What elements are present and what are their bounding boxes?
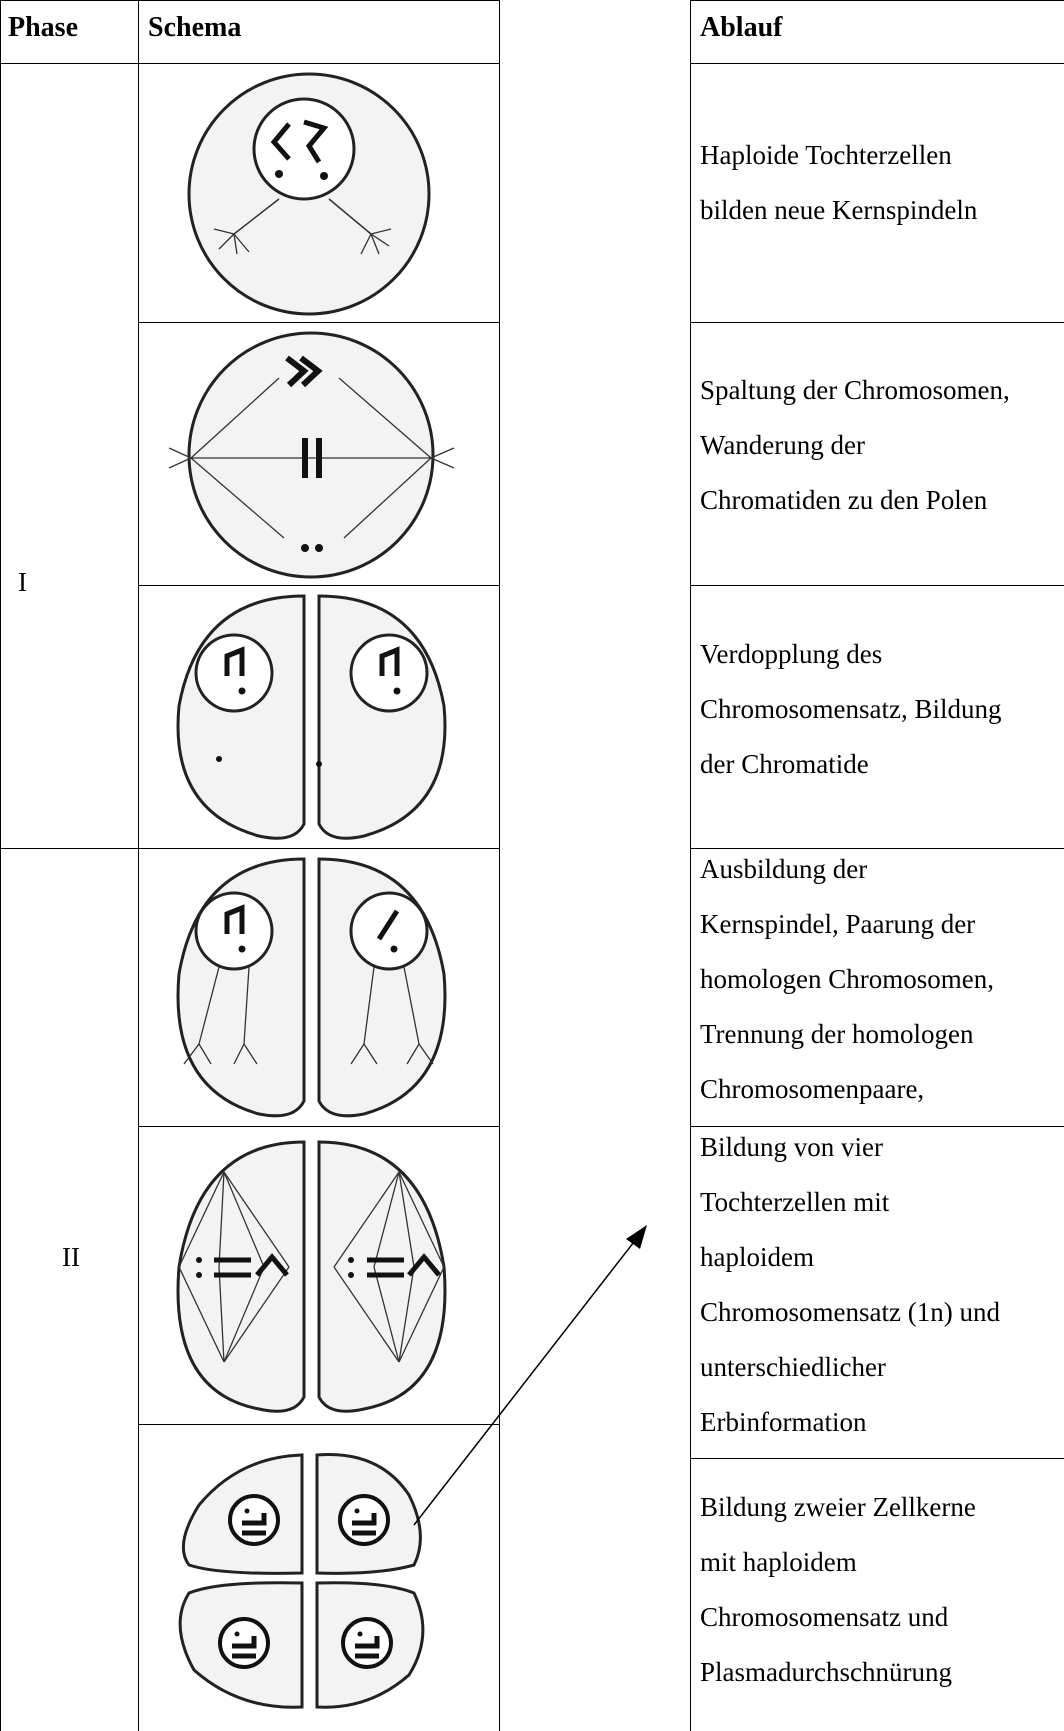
- schema-image-3: [176, 594, 447, 840]
- ablauf-line: Bildung von vier: [700, 1132, 883, 1162]
- ablauf-line: Kernspindel, Paarung der: [700, 909, 976, 939]
- ablauf-line: Haploide Tochterzellen: [700, 140, 952, 170]
- grid-line: [690, 63, 1064, 64]
- grid-line: [138, 0, 139, 1731]
- grid-line: [138, 322, 500, 323]
- phase-label-one: I: [18, 567, 27, 597]
- grid-line: [0, 848, 500, 849]
- grid-line: [690, 1126, 1064, 1127]
- ablauf-line: Verdopplung des: [700, 639, 883, 669]
- ablauf-line: bilden neue Kernspindeln: [700, 195, 978, 225]
- ablauf-line: Chromosomensatz, Bildung: [700, 694, 1002, 724]
- ablauf-line: Chromosomensatz und: [700, 1602, 949, 1632]
- ablauf-line: Bildung zweier Zellkerne: [700, 1492, 976, 1522]
- grid-line: [0, 0, 1, 1731]
- ablauf-line: homologen Chromosomen,: [700, 964, 994, 994]
- grid-line: [690, 0, 691, 1731]
- ablauf-cell-1: Haploide Tochterzellen bilden neue Kerns…: [700, 128, 1060, 238]
- arrow-connector: [413, 1225, 647, 1526]
- ablauf-line: Chromosomenpaare,: [700, 1074, 925, 1104]
- ablauf-cell-4: Ausbildung der Kernspindel, Paarung der …: [700, 842, 1060, 1117]
- ablauf-line: der Chromatide: [700, 749, 869, 779]
- ablauf-line: Wanderung der: [700, 430, 866, 460]
- grid-line: [499, 0, 500, 1731]
- phase-label-two: II: [62, 1242, 80, 1272]
- arrow-head-icon: [626, 1225, 647, 1249]
- header-ablauf: Ablauf: [700, 12, 783, 43]
- grid-line: [138, 585, 500, 586]
- ablauf-line: haploidem: [700, 1242, 814, 1272]
- grid-line: [0, 63, 500, 64]
- schema-image-4: [176, 857, 447, 1118]
- ablauf-line: Ausbildung der: [700, 854, 868, 884]
- schema-image-5: [176, 1140, 447, 1413]
- grid-line: [690, 322, 1064, 323]
- schema-image-1: [187, 72, 431, 316]
- ablauf-cell-2: Spaltung der Chromosomen, Wanderung der …: [700, 363, 1060, 528]
- grid-line: [138, 1424, 500, 1425]
- ablauf-line: Spaltung der Chromosomen,: [700, 375, 1010, 405]
- ablauf-line: mit haploidem: [700, 1547, 857, 1577]
- header-schema: Schema: [148, 12, 242, 43]
- ablauf-line: Tochterzellen mit: [700, 1187, 890, 1217]
- grid-line: [138, 1126, 500, 1127]
- ablauf-cell-5: Bildung von vier Tochterzellen mit haplo…: [700, 1120, 1060, 1450]
- grid-line: [690, 1458, 1064, 1459]
- schema-image-2: [168, 331, 455, 579]
- ablauf-line: Chromatiden zu den Polen: [700, 485, 988, 515]
- grid-line: [690, 0, 1064, 1]
- grid-line: [690, 848, 1064, 849]
- grid-line: [0, 0, 500, 1]
- schema-image-6: [178, 1453, 425, 1709]
- ablauf-line: Chromosomensatz (1n) und: [700, 1297, 1000, 1327]
- ablauf-cell-6: Bildung zweier Zellkerne mit haploidem C…: [700, 1480, 1060, 1700]
- ablauf-line: Plasmadurchschnürung: [700, 1657, 952, 1687]
- header-phase: Phase: [8, 12, 78, 43]
- ablauf-cell-3: Verdopplung des Chromosomensatz, Bildung…: [700, 627, 1060, 792]
- ablauf-line: Erbinformation: [700, 1407, 867, 1437]
- ablauf-line: unterschiedlicher: [700, 1352, 886, 1382]
- ablauf-line: Trennung der homologen: [700, 1019, 974, 1049]
- grid-line: [690, 585, 1064, 586]
